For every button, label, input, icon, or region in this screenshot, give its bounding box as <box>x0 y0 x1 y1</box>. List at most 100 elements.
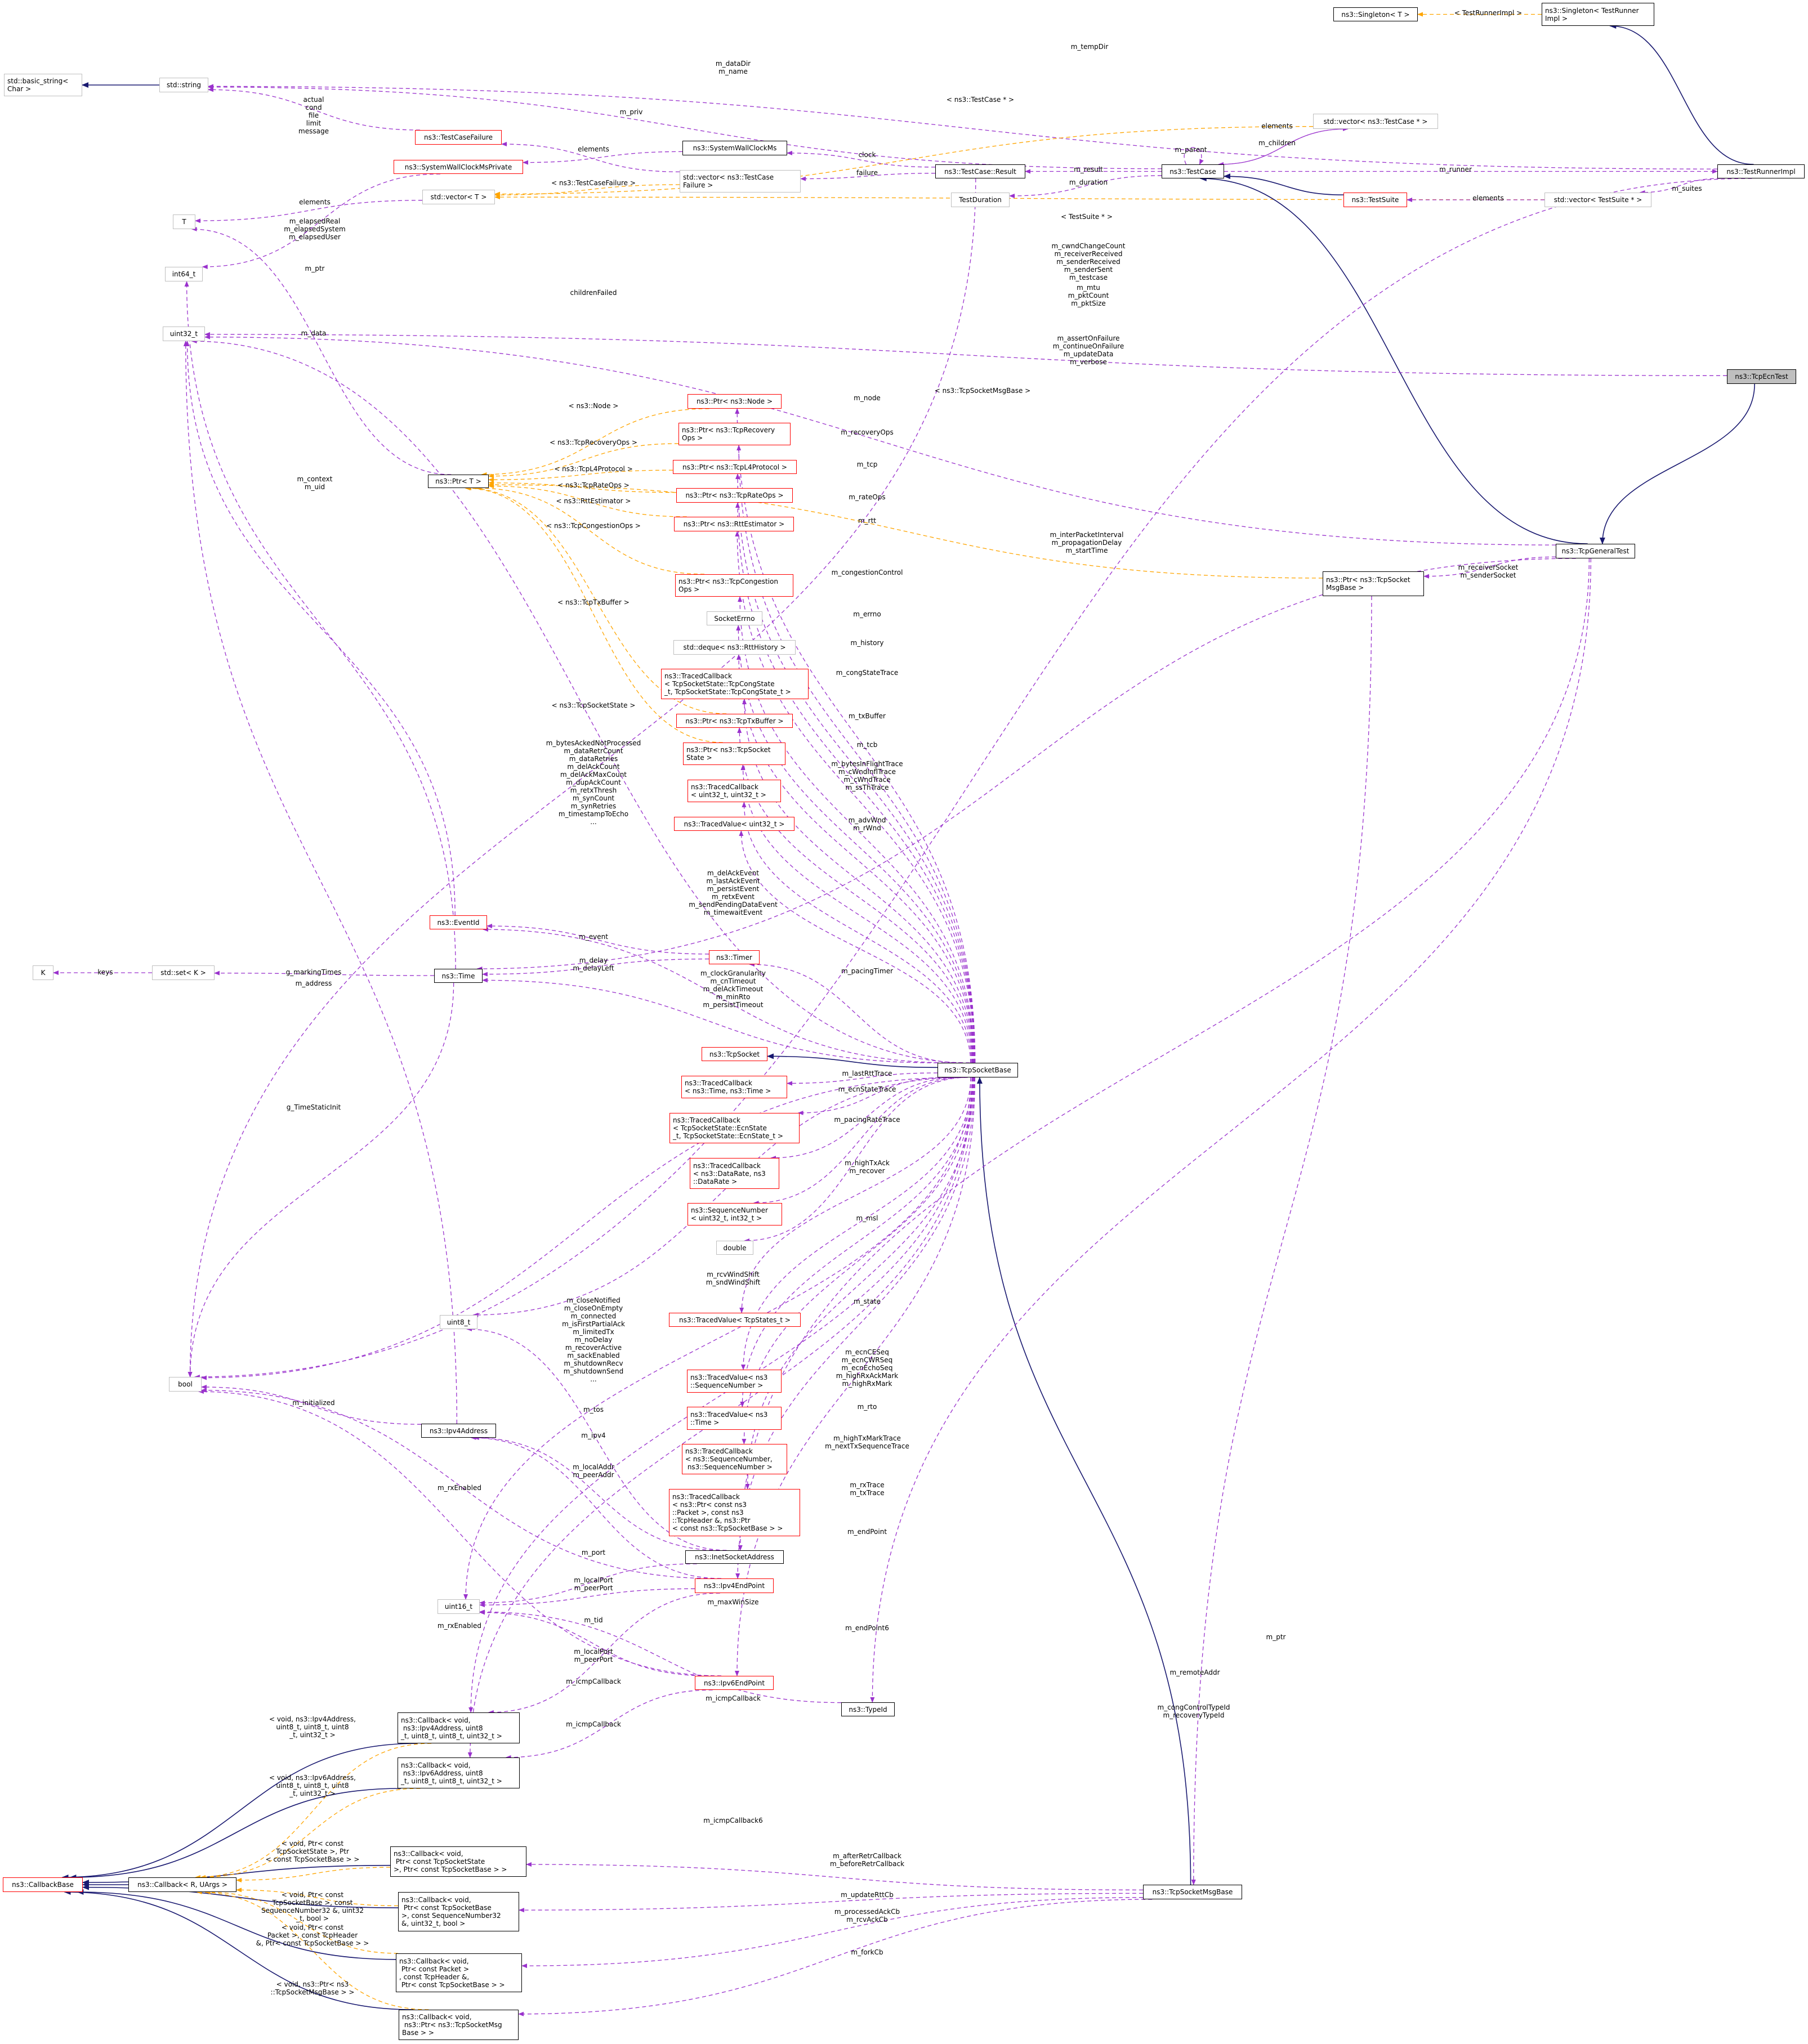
class-node-basic-string[interactable]: std::basic_string< Char > <box>4 74 82 96</box>
edge-label: m_congStateTrace <box>836 669 899 677</box>
class-node-ptr-node[interactable]: ns3::Ptr< ns3::Node > <box>688 394 782 409</box>
class-node-tc-packet[interactable]: ns3::TracedCallback < ns3::Ptr< const ns… <box>669 1489 800 1536</box>
class-node-ipv6endpoint[interactable]: ns3::Ipv6EndPoint <box>695 1676 774 1690</box>
class-node-testcase[interactable]: ns3::TestCase <box>1162 164 1224 178</box>
class-node-tc-seqseq[interactable]: ns3::TracedCallback < ns3::SequenceNumbe… <box>682 1444 787 1474</box>
class-node-vec-testcase[interactable]: std::vector< ns3::TestCase * > <box>1313 114 1438 129</box>
usage-edge-tcpsocketbase-uint16 <box>463 1077 971 1600</box>
class-node-double[interactable]: double <box>716 1241 753 1255</box>
usage-edge-tcpsocketbase-tv_tcpstates <box>739 1077 971 1313</box>
class-node-uint16[interactable]: uint16_t <box>438 1599 480 1614</box>
edge-label: m_priv <box>619 108 643 116</box>
template-edge-cb_ipv6-callback_r <box>200 1788 421 1880</box>
usage-edge-tc_result-swcm <box>787 150 936 168</box>
class-node-typeid[interactable]: ns3::TypeId <box>841 1702 895 1716</box>
class-node-seqnum[interactable]: ns3::SequenceNumber < uint32_t, int32_t … <box>688 1203 782 1225</box>
class-node-testduration[interactable]: TestDuration <box>951 193 1010 207</box>
class-node-tc-datarate[interactable]: ns3::TracedCallback < ns3::DataRate, ns3… <box>690 1158 779 1189</box>
class-node-uint32[interactable]: uint32_t <box>163 326 205 341</box>
class-node-tc-u32[interactable]: ns3::TracedCallback < uint32_t, uint32_t… <box>688 780 781 802</box>
class-node-int64[interactable]: int64_t <box>165 267 203 281</box>
edge-label: m_pacingRateTrace <box>834 1116 900 1124</box>
class-node-socketerrno[interactable]: SocketErrno <box>707 611 762 625</box>
class-node-tc-time[interactable]: ns3::TracedCallback < ns3::Time, ns3::Ti… <box>681 1076 787 1098</box>
class-node-swcm-private[interactable]: ns3::SystemWallClockMsPrivate <box>394 160 523 174</box>
class-node-tcpsocket[interactable]: ns3::TcpSocket <box>702 1047 767 1061</box>
class-node-testrunnerimpl[interactable]: ns3::TestRunnerImpl <box>1717 164 1805 178</box>
class-node-singleton-t[interactable]: ns3::Singleton< T > <box>1333 7 1418 21</box>
template-edge-ptr_node-ptr_t <box>481 408 709 477</box>
class-node-tc-congstate[interactable]: ns3::TracedCallback < TcpSocketState::Tc… <box>661 669 809 699</box>
class-node-tc-ecn[interactable]: ns3::TracedCallback < TcpSocketState::Ec… <box>669 1113 800 1143</box>
class-node-tv-time[interactable]: ns3::TracedValue< ns3 ::Time > <box>687 1407 782 1430</box>
usage-edge-tcpsocketbase-tv_u32 <box>739 830 971 1063</box>
edge-label: m_state <box>853 1298 881 1305</box>
inheritance-edge-cb_packet-callbackbase <box>77 1889 396 1960</box>
class-node-callbackbase[interactable]: ns3::CallbackBase <box>3 1877 83 1892</box>
class-node-vec-testsuite[interactable]: std::vector< TestSuite * > <box>1544 193 1651 207</box>
class-node-std-string[interactable]: std::string <box>159 78 208 92</box>
inheritance-edge-testrunnerimpl-singleton_tri <box>1609 23 1754 165</box>
class-node-time[interactable]: ns3::Time <box>434 969 483 983</box>
class-node-bool[interactable]: bool <box>169 1377 202 1392</box>
class-node-cb-msg[interactable]: ns3::Callback< void, ns3::Ptr< ns3::TcpS… <box>399 2010 519 2040</box>
class-node-inetsockaddr[interactable]: ns3::InetSocketAddress <box>685 1550 784 1564</box>
class-node-ptr-l4[interactable]: ns3::Ptr< ns3::TcpL4Protocol > <box>673 460 797 474</box>
class-node-deque[interactable]: std::deque< ns3::RttHistory > <box>673 640 796 655</box>
edge-label: m_duration <box>1069 178 1108 186</box>
edge-label: < ns3::TcpL4Protocol > <box>554 465 633 473</box>
class-node-tcpsocketmsgbase[interactable]: ns3::TcpSocketMsgBase <box>1143 1885 1242 1899</box>
edge-label: < void, ns3::Ipv4Address, uint8_t, uint8… <box>269 1715 356 1739</box>
class-node-ptr-t[interactable]: ns3::Ptr< T > <box>428 475 489 488</box>
edge-label: < void, Ptr< const Packet >, const TcpHe… <box>256 1924 369 1947</box>
usage-edge-tcpecntest-uint32 <box>204 332 1727 376</box>
edge-label: m_updateRttCb <box>841 1891 894 1899</box>
class-node-ptr-recovery[interactable]: ns3::Ptr< ns3::TcpRecovery Ops > <box>678 423 791 445</box>
inheritance-edge-testsuite-testcase <box>1224 173 1344 195</box>
class-node-t[interactable]: T <box>173 214 195 229</box>
class-node-tcpecntest[interactable]: ns3::TcpEcnTest <box>1727 369 1796 384</box>
class-node-timer[interactable]: ns3::Timer <box>709 950 760 964</box>
class-node-testcasefailure[interactable]: ns3::TestCaseFailure <box>415 130 502 145</box>
class-node-ptr-msgbase[interactable]: ns3::Ptr< ns3::TcpSocket MsgBase > <box>1323 571 1424 596</box>
class-node-uint8[interactable]: uint8_t <box>440 1315 477 1329</box>
edge-label: failure <box>856 169 878 177</box>
class-node-ptr-tcb[interactable]: ns3::Ptr< ns3::TcpSocket State > <box>683 743 785 765</box>
class-node-ipv4address[interactable]: ns3::Ipv4Address <box>421 1424 496 1438</box>
class-node-tv-seqnum[interactable]: ns3::TracedValue< ns3 ::SequenceNumber > <box>687 1370 782 1393</box>
class-node-set-k[interactable]: std::set< K > <box>152 965 215 980</box>
class-node-singleton-tri[interactable]: ns3::Singleton< TestRunner Impl > <box>1542 3 1654 26</box>
class-node-k[interactable]: K <box>33 965 53 980</box>
class-node-callback-r[interactable]: ns3::Callback< R, UArgs > <box>128 1877 236 1892</box>
class-node-swcm[interactable]: ns3::SystemWallClockMs <box>682 141 787 155</box>
class-node-ipv4endpoint[interactable]: ns3::Ipv4EndPoint <box>695 1578 774 1593</box>
class-node-tcpsocketbase[interactable]: ns3::TcpSocketBase <box>938 1063 1018 1077</box>
template-edge-vec_testsuite-vec_t <box>494 195 1545 200</box>
class-node-tcpgeneraltest[interactable]: ns3::TcpGeneralTest <box>1556 544 1635 558</box>
class-node-ptr-rateops[interactable]: ns3::Ptr< ns3::TcpRateOps > <box>676 488 793 503</box>
edge-label: < ns3::TcpCongestionOps > <box>546 522 641 530</box>
class-node-ptr-txbuffer[interactable]: ns3::Ptr< ns3::TcpTxBuffer > <box>676 714 793 728</box>
edge-label: m_ecnStateTrace <box>838 1085 896 1093</box>
edge-label: m_congControlTypeId m_recoveryTypeId <box>1157 1703 1230 1719</box>
edge-label: m_endPoint <box>847 1528 887 1536</box>
class-node-ptr-cong[interactable]: ns3::Ptr< ns3::TcpCongestion Ops > <box>675 574 793 597</box>
edge-label: m_initialized <box>292 1399 335 1407</box>
class-node-vec-t[interactable]: std::vector< T > <box>422 190 495 204</box>
class-node-eventid[interactable]: ns3::EventId <box>430 915 487 929</box>
class-node-cb-state[interactable]: ns3::Callback< void, Ptr< const TcpSocke… <box>390 1846 526 1877</box>
class-node-cb-ipv6[interactable]: ns3::Callback< void, ns3::Ipv6Address, u… <box>398 1757 520 1788</box>
usage-edge-ipv4endpoint-bool <box>201 1388 715 1579</box>
class-node-tc-result[interactable]: ns3::TestCase::Result <box>935 164 1025 178</box>
class-node-tv-tcpstates[interactable]: ns3::TracedValue< TcpStates_t > <box>669 1313 801 1327</box>
usage-edge-timer-eventid <box>486 923 709 955</box>
edge-label: m_receiverSocket m_senderSocket <box>1458 563 1519 579</box>
class-node-cb-packet[interactable]: ns3::Callback< void, Ptr< const Packet >… <box>396 1953 522 1992</box>
class-node-vec-tcf[interactable]: std::vector< ns3::TestCase Failure > <box>680 170 801 193</box>
usage-edge-tcpsocketbase-tc_u32 <box>742 802 972 1063</box>
class-node-cb-ipv4[interactable]: ns3::Callback< void, ns3::Ipv4Address, u… <box>398 1712 520 1743</box>
class-node-testsuite[interactable]: ns3::TestSuite <box>1343 193 1407 207</box>
class-node-ptr-rtt[interactable]: ns3::Ptr< ns3::RttEstimator > <box>674 517 794 531</box>
class-node-cb-rtt[interactable]: ns3::Callback< void, Ptr< const TcpSocke… <box>398 1892 519 1931</box>
class-node-tv-u32[interactable]: ns3::TracedValue< uint32_t > <box>674 817 794 831</box>
